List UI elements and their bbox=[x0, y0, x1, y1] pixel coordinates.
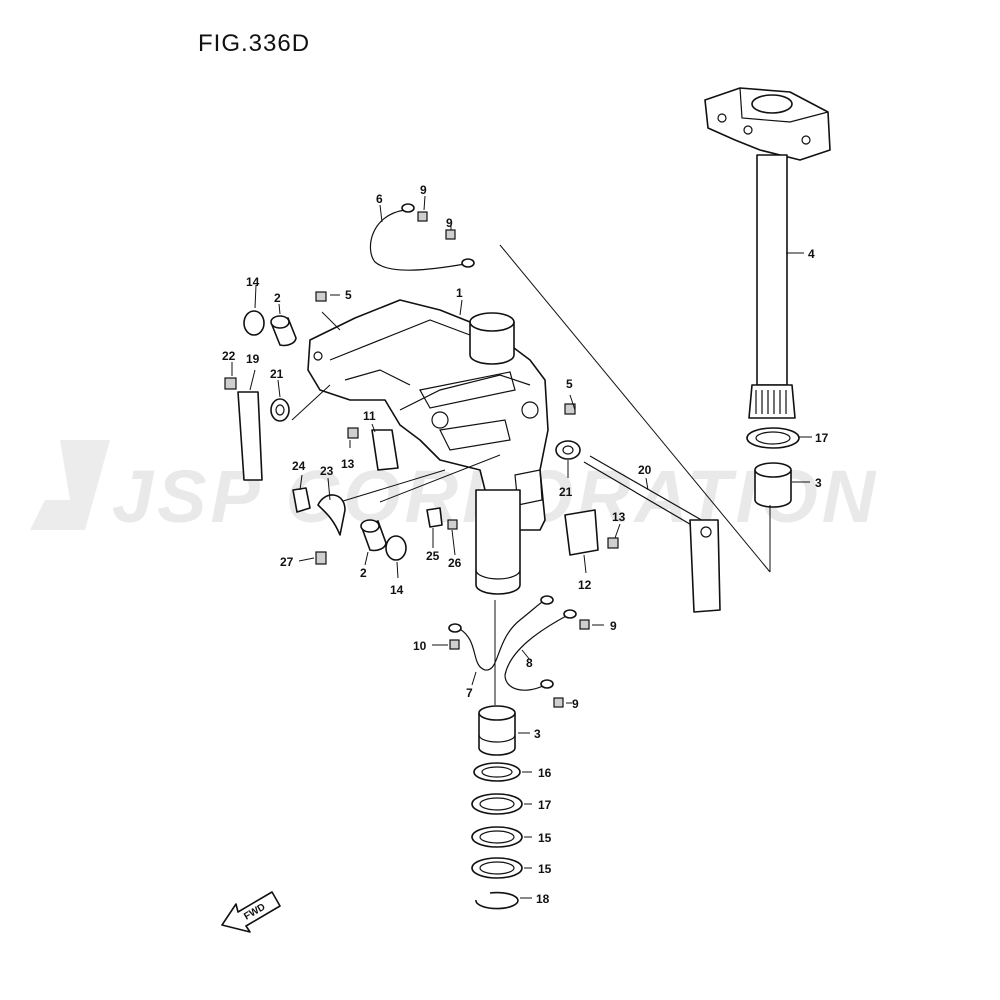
callout-9-c: 9 bbox=[610, 619, 617, 633]
nut-22 bbox=[224, 377, 237, 390]
circlip-18 bbox=[475, 891, 519, 910]
callout-13-left: 13 bbox=[341, 457, 355, 471]
callout-21-right: 21 bbox=[559, 485, 573, 499]
washer-14-lower bbox=[385, 535, 407, 561]
callout-10: 10 bbox=[413, 639, 427, 653]
callout-13-right: 13 bbox=[612, 510, 626, 524]
ground-wire-7 bbox=[457, 599, 546, 671]
callout-9-a: 9 bbox=[420, 183, 427, 197]
washer-17-upper bbox=[746, 427, 800, 449]
bolt-13-left bbox=[347, 427, 359, 439]
callout-5-right: 5 bbox=[566, 377, 573, 391]
ground-wire-8 bbox=[504, 614, 569, 691]
figure-title: FIG.336D bbox=[198, 30, 311, 57]
bush-2-lower bbox=[360, 519, 387, 552]
collar-21-left bbox=[270, 398, 290, 422]
callout-15-a: 15 bbox=[538, 831, 552, 845]
bolt-13-right bbox=[607, 537, 619, 549]
callout-18: 18 bbox=[536, 892, 550, 906]
callout-25: 25 bbox=[426, 549, 440, 563]
plate-19 bbox=[237, 391, 263, 481]
callout-24: 24 bbox=[292, 459, 306, 473]
callout-27: 27 bbox=[280, 555, 294, 569]
nipple-27 bbox=[315, 551, 327, 565]
callout-9-b: 9 bbox=[446, 216, 453, 230]
callout-2-lower: 2 bbox=[360, 566, 367, 580]
bolt-9-b bbox=[445, 229, 456, 240]
bolt-10 bbox=[449, 639, 460, 650]
callout-19: 19 bbox=[246, 352, 260, 366]
callout-3-lower: 3 bbox=[534, 727, 541, 741]
callout-17-upper: 17 bbox=[815, 431, 829, 445]
bolt-26 bbox=[447, 519, 458, 530]
callout-2-upper: 2 bbox=[274, 291, 281, 305]
washer-15-b bbox=[471, 857, 523, 879]
bolt-9-a bbox=[417, 211, 428, 222]
callout-5-left: 5 bbox=[345, 288, 352, 302]
callout-3-upper: 3 bbox=[815, 476, 822, 490]
callout-12: 12 bbox=[578, 578, 592, 592]
callout-23: 23 bbox=[320, 464, 334, 478]
collar-21-right bbox=[555, 440, 581, 460]
bush-3-upper bbox=[754, 462, 792, 508]
grease-nipple-5-left bbox=[315, 291, 327, 302]
clip-24 bbox=[292, 487, 311, 513]
bush-2-upper bbox=[270, 315, 297, 347]
fwd-direction-marker: FWD bbox=[221, 891, 281, 933]
callout-15-b: 15 bbox=[538, 862, 552, 876]
callout-11: 11 bbox=[363, 409, 376, 423]
callout-8: 8 bbox=[526, 656, 533, 670]
callout-22: 22 bbox=[222, 349, 236, 363]
clip-25 bbox=[426, 507, 443, 528]
bush-3-lower bbox=[478, 705, 516, 756]
callout-17-lower: 17 bbox=[538, 798, 552, 812]
plate-12 bbox=[564, 509, 599, 556]
callout-26: 26 bbox=[448, 556, 462, 570]
bolt-9-d bbox=[553, 697, 564, 708]
plate-23 bbox=[317, 494, 346, 536]
callout-7: 7 bbox=[466, 686, 473, 700]
callout-16: 16 bbox=[538, 766, 552, 780]
tilt-pin-20 bbox=[583, 455, 721, 613]
washer-17-lower bbox=[471, 793, 523, 815]
ground-wire-6 bbox=[369, 209, 466, 271]
callout-9-d: 9 bbox=[572, 697, 579, 711]
callout-leaders bbox=[231, 195, 812, 899]
bolt-9-c bbox=[579, 619, 590, 630]
washer-15-a bbox=[471, 826, 523, 848]
plate-11 bbox=[371, 429, 399, 471]
callout-14-upper: 14 bbox=[246, 275, 260, 289]
callout-6: 6 bbox=[376, 192, 383, 206]
callout-labels: 1 2 2 3 3 4 5 5 6 7 8 9 9 9 9 10 11 12 1… bbox=[222, 183, 829, 906]
callout-21-left: 21 bbox=[270, 367, 284, 381]
washer-16 bbox=[473, 762, 521, 782]
steering-shaft bbox=[704, 87, 831, 419]
callout-14-lower: 14 bbox=[390, 583, 404, 597]
swivel-bracket bbox=[307, 299, 549, 595]
washer-14-upper bbox=[243, 310, 265, 336]
callout-1: 1 bbox=[456, 286, 463, 300]
callout-4: 4 bbox=[808, 247, 815, 261]
callout-20: 20 bbox=[638, 463, 652, 477]
